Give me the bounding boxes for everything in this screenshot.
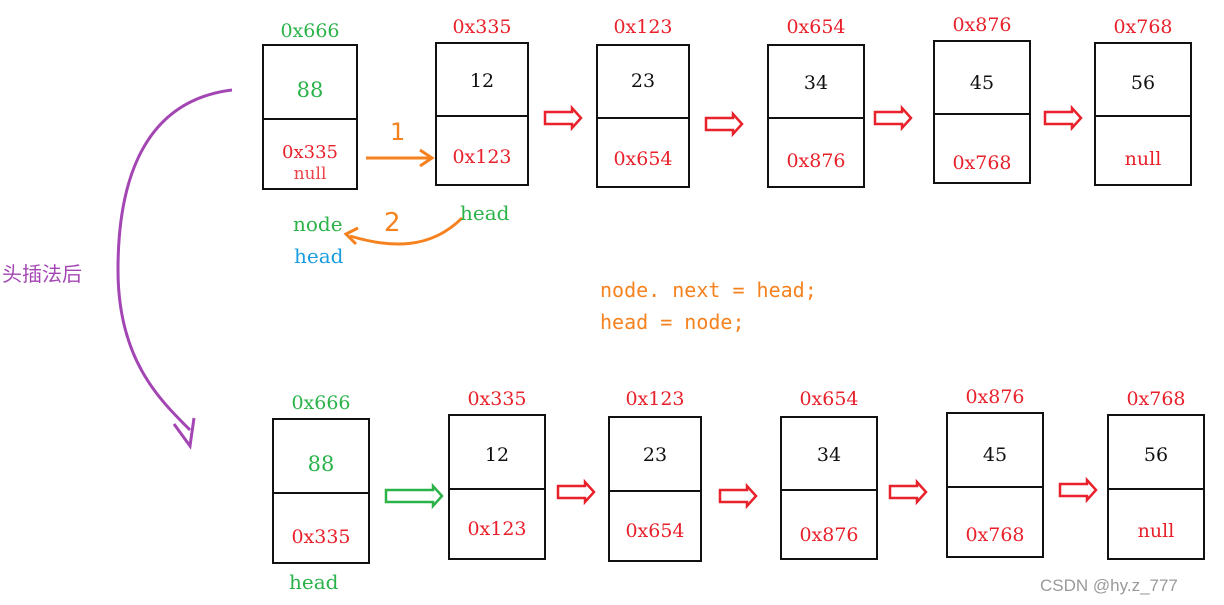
top-node-1-pointer: 0x123 [452, 146, 512, 168]
bottom-node-4-value: 34 [816, 444, 842, 466]
top-node-2-pointer: 0x654 [613, 148, 673, 170]
bottom-next-arrow-1 [384, 482, 444, 510]
old-head-label: head [460, 201, 510, 225]
new-node-address: 0x666 [280, 20, 340, 42]
top-row-next-arrows [543, 104, 1083, 138]
bottom-node-3-value: 23 [642, 444, 668, 466]
top-node-2-value: 23 [630, 70, 656, 92]
side-transition-arrowhead [172, 417, 196, 450]
bottom-node-4-pointer: 0x876 [799, 524, 859, 546]
top-node-3-pointer: 0x876 [786, 150, 846, 172]
bottom-head-label: head [289, 570, 339, 594]
top-node-4-pointer: 0x768 [952, 152, 1012, 174]
bottom-node-2: 12 0x123 [448, 414, 546, 560]
top-node-5-value: 56 [1130, 72, 1156, 94]
top-node-4: 45 0x768 [933, 40, 1031, 184]
bottom-node-1: 88 0x335 [272, 418, 370, 564]
bottom-node-6-value: 56 [1143, 444, 1169, 466]
top-next-arrow-3 [873, 104, 913, 132]
new-node-box: 88 0x335 null [262, 44, 358, 190]
top-node-1: 12 0x123 [435, 42, 529, 186]
top-next-arrow-2 [704, 110, 744, 138]
top-next-arrow-1 [543, 104, 583, 132]
bottom-node-5-pointer: 0x768 [965, 524, 1025, 546]
top-node-4-address: 0x876 [952, 14, 1012, 36]
bottom-node-6-pointer: null [1137, 520, 1175, 542]
bottom-node-2-value: 12 [484, 444, 510, 466]
new-node-pointer: 0x335 [282, 142, 338, 163]
top-node-2-address: 0x123 [613, 16, 673, 38]
bottom-node-6: 56 null [1107, 414, 1205, 560]
new-node-old-pointer: null [293, 164, 327, 184]
bottom-row-next-arrows [384, 476, 1098, 510]
step1-arrowhead [419, 148, 435, 168]
code-line-2: head = node; [600, 310, 745, 334]
new-node-value: 88 [296, 78, 324, 102]
top-node-1-address: 0x335 [452, 16, 512, 38]
bottom-node-1-address: 0x666 [291, 392, 351, 414]
bottom-next-arrow-2 [556, 478, 596, 506]
bottom-node-2-pointer: 0x123 [467, 518, 527, 540]
bottom-node-5-value: 45 [982, 444, 1008, 466]
node-label: node [293, 212, 343, 236]
top-node-2: 23 0x654 [596, 44, 690, 188]
top-node-3: 34 0x876 [767, 44, 865, 188]
top-node-4-value: 45 [969, 72, 995, 94]
step2-arrow [349, 216, 464, 246]
head-insert-after-label: 头插法后 [2, 262, 82, 286]
bottom-node-6-address: 0x768 [1126, 388, 1186, 410]
bottom-node-4-address: 0x654 [799, 388, 859, 410]
bottom-node-4: 34 0x876 [780, 416, 878, 560]
bottom-node-5-address: 0x876 [965, 386, 1025, 408]
bottom-next-arrow-3 [718, 482, 758, 510]
bottom-node-3-address: 0x123 [625, 388, 685, 410]
top-next-arrow-4 [1043, 104, 1083, 132]
step2-label: 2 [384, 208, 401, 238]
top-node-5: 56 null [1094, 42, 1192, 186]
top-node-5-address: 0x768 [1113, 16, 1173, 38]
bottom-next-arrow-5 [1058, 476, 1098, 504]
bottom-node-1-value: 88 [307, 452, 335, 476]
top-node-5-pointer: null [1124, 148, 1162, 170]
top-node-1-value: 12 [469, 70, 495, 92]
top-node-3-value: 34 [803, 72, 829, 94]
bottom-node-3-pointer: 0x654 [625, 520, 685, 542]
code-line-1: node. next = head; [600, 278, 817, 302]
step2-arrowhead [343, 226, 359, 246]
bottom-next-arrow-4 [888, 478, 928, 506]
side-transition-arrow [116, 88, 233, 432]
new-head-label: head [294, 244, 344, 268]
step1-label: 1 [390, 118, 406, 146]
watermark: CSDN @hy.z_777 [1040, 576, 1178, 595]
bottom-node-5: 45 0x768 [946, 412, 1044, 558]
bottom-node-1-pointer: 0x335 [291, 526, 351, 548]
top-node-3-address: 0x654 [786, 16, 846, 38]
bottom-node-3: 23 0x654 [608, 416, 702, 562]
bottom-node-2-address: 0x335 [467, 388, 527, 410]
